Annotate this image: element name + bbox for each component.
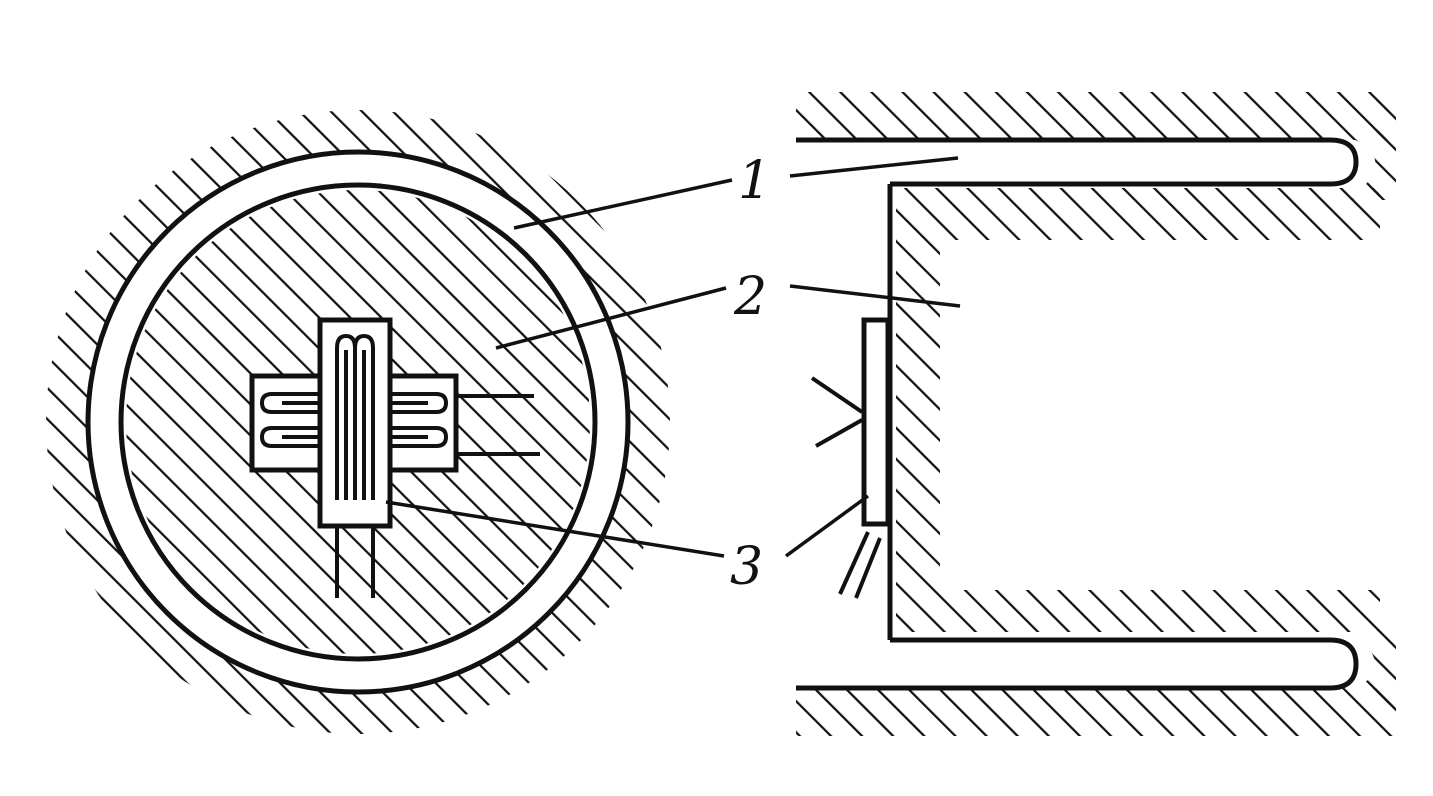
callout-3-label: 3 bbox=[730, 537, 763, 597]
callout-2-label: 2 bbox=[733, 267, 767, 327]
circular-cross-section bbox=[46, 110, 670, 734]
face-gauge bbox=[861, 317, 891, 527]
bottom-wall-hatch bbox=[796, 688, 1396, 736]
leader-lines bbox=[385, 156, 961, 558]
longitudinal-section bbox=[796, 92, 1396, 736]
inner-body-hatch bbox=[896, 188, 1380, 632]
callout-1-label: 1 bbox=[738, 151, 771, 211]
channel-bottom-outline bbox=[796, 637, 1359, 691]
vertical-strain-gauge bbox=[317, 317, 393, 598]
channel-top-outline bbox=[796, 137, 1359, 187]
top-wall-hatch bbox=[796, 92, 1396, 140]
